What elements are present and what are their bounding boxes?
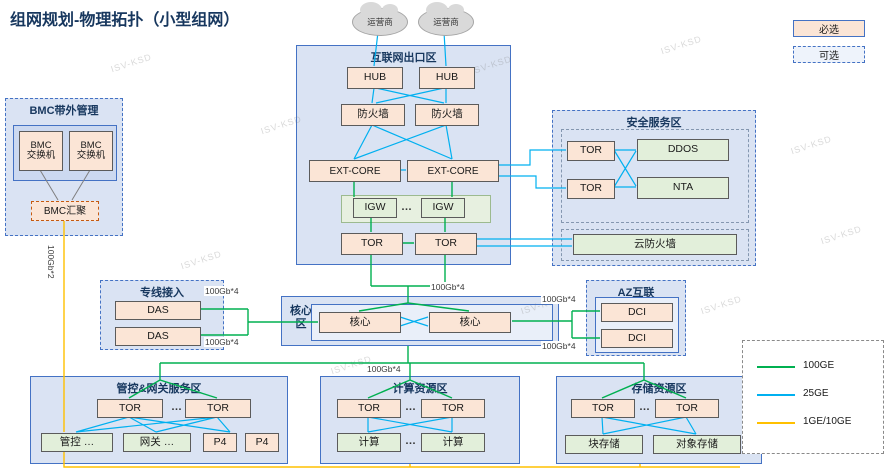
ellipsis: … xyxy=(171,401,182,413)
legend-required-chip: 必选 xyxy=(793,20,865,37)
tor-node: TOR xyxy=(341,233,403,255)
tor-node: TOR xyxy=(185,399,251,418)
cloud-firewall-node: 云防火墙 xyxy=(573,234,737,255)
bandwidth-label: 100Gb*4 xyxy=(366,364,402,374)
bandwidth-label: 100Gb*2 xyxy=(46,244,56,280)
storage-zone: 存储资源区 TOR … TOR 块存储 对象存储 xyxy=(556,376,762,464)
ddos-node: DDOS xyxy=(637,139,729,161)
bandwidth-label: 100Gb*4 xyxy=(430,282,466,292)
legend-optional-chip: 可选 xyxy=(793,46,865,63)
watermark-text: ISV-KSD xyxy=(699,293,744,317)
p4-node: P4 xyxy=(203,433,237,452)
legend-label-1ge10ge: 1GE/10GE xyxy=(803,416,852,427)
ext-core-node: EXT-CORE xyxy=(407,160,499,182)
compute-zone: 计算资源区 TOR … TOR 计算 … 计算 xyxy=(320,376,520,464)
watermark-text: ISV-KSD xyxy=(819,223,864,247)
legend-label-25ge: 25GE xyxy=(803,388,829,399)
ext-core-node: EXT-CORE xyxy=(309,160,401,182)
internet-exit-zone: 互联网出口区 HUB HUB 防火墙 防火墙 EXT-CORE EXT-CORE… xyxy=(296,45,511,265)
hub-node: HUB xyxy=(419,67,475,89)
watermark-text: ISV-KSD xyxy=(179,248,224,272)
bandwidth-label: 100Gb*4 xyxy=(541,341,577,351)
carrier-cloud: 运营商 xyxy=(418,2,474,36)
tor-node: TOR xyxy=(421,399,485,418)
igw-node: IGW xyxy=(353,198,397,218)
mgmt-gateway-zone: 管控&网关服务区 TOR … TOR 管控 … 网关 … P4 P4 xyxy=(30,376,288,464)
legend-label-100ge: 100GE xyxy=(803,360,835,371)
ellipsis: … xyxy=(405,435,416,447)
security-zone-title: 安全服务区 xyxy=(626,117,682,129)
watermark-text: ISV-KSD xyxy=(789,133,834,157)
das-node: DAS xyxy=(115,301,201,320)
bandwidth-label: 100Gb*4 xyxy=(204,286,240,296)
object-storage-node: 对象存储 xyxy=(653,435,741,454)
carrier-cloud-label: 运营商 xyxy=(367,17,393,27)
das-node: DAS xyxy=(115,327,201,346)
tor-node: TOR xyxy=(97,399,163,418)
bmc-switch-label: 交换机 xyxy=(76,150,106,161)
legend-line-25ge xyxy=(757,394,795,396)
core-node: 核心 xyxy=(319,312,401,333)
line-legend: 100GE 25GE 1GE/10GE xyxy=(742,340,884,454)
compute-node: 计算 xyxy=(421,433,485,452)
core-node: 核心 xyxy=(429,312,511,333)
bmc-switch-label: 交换机 xyxy=(26,150,56,161)
ellipsis: … xyxy=(405,401,416,413)
nta-node: NTA xyxy=(637,177,729,199)
compute-zone-title: 计算资源区 xyxy=(392,383,448,395)
tor-node: TOR xyxy=(567,141,615,161)
tor-node: TOR xyxy=(571,399,635,418)
ellipsis: … xyxy=(639,401,650,413)
dci-node: DCI xyxy=(601,303,673,322)
compute-node: 计算 xyxy=(337,433,401,452)
security-zone: 安全服务区 TOR TOR DDOS NTA 云防火墙 xyxy=(552,110,756,266)
bmc-zone-title: BMC带外管理 xyxy=(29,105,99,117)
page-title: 组网规划-物理拓扑（小型组网） xyxy=(10,12,240,29)
bmc-switch-label: BMC xyxy=(30,139,52,151)
carrier-cloud: 运营商 xyxy=(352,2,408,36)
mgmt-gateway-zone-title: 管控&网关服务区 xyxy=(116,383,202,395)
hub-node: HUB xyxy=(347,67,403,89)
bmc-switch-node: BMC 交换机 xyxy=(69,131,113,171)
carrier-cloud-label: 运营商 xyxy=(433,17,459,27)
tor-node: TOR xyxy=(655,399,719,418)
watermark-text: ISV-KSD xyxy=(659,33,704,57)
ellipsis: … xyxy=(401,201,412,213)
tor-node: TOR xyxy=(415,233,477,255)
tor-node: TOR xyxy=(337,399,401,418)
block-storage-node: 块存储 xyxy=(565,435,643,454)
p4-node: P4 xyxy=(245,433,279,452)
firewall-node: 防火墙 xyxy=(341,104,405,126)
storage-zone-title: 存储资源区 xyxy=(631,383,687,395)
watermark-text: ISV-KSD xyxy=(109,51,154,75)
bmc-aggregation-node: BMC汇聚 xyxy=(31,201,99,221)
gateway-node: 网关 … xyxy=(123,433,191,452)
core-zone: 核心区 核心 核心 xyxy=(281,296,559,346)
igw-node: IGW xyxy=(421,198,465,218)
legend-line-100ge xyxy=(757,366,795,368)
legend-line-1ge10ge xyxy=(757,422,795,424)
dci-node: DCI xyxy=(601,329,673,348)
firewall-node: 防火墙 xyxy=(415,104,479,126)
tor-node: TOR xyxy=(567,179,615,199)
mgmt-node: 管控 … xyxy=(41,433,113,452)
az-interconnect-zone: AZ互联 DCI DCI xyxy=(586,280,686,356)
bandwidth-label: 100Gb*4 xyxy=(204,337,240,347)
bmc-switch-node: BMC 交换机 xyxy=(19,131,63,171)
bandwidth-label: 100Gb*4 xyxy=(541,294,577,304)
bmc-zone: BMC带外管理 BMC 交换机 BMC 交换机 BMC汇聚 xyxy=(5,98,123,236)
internet-exit-zone-title: 互联网出口区 xyxy=(370,52,437,64)
